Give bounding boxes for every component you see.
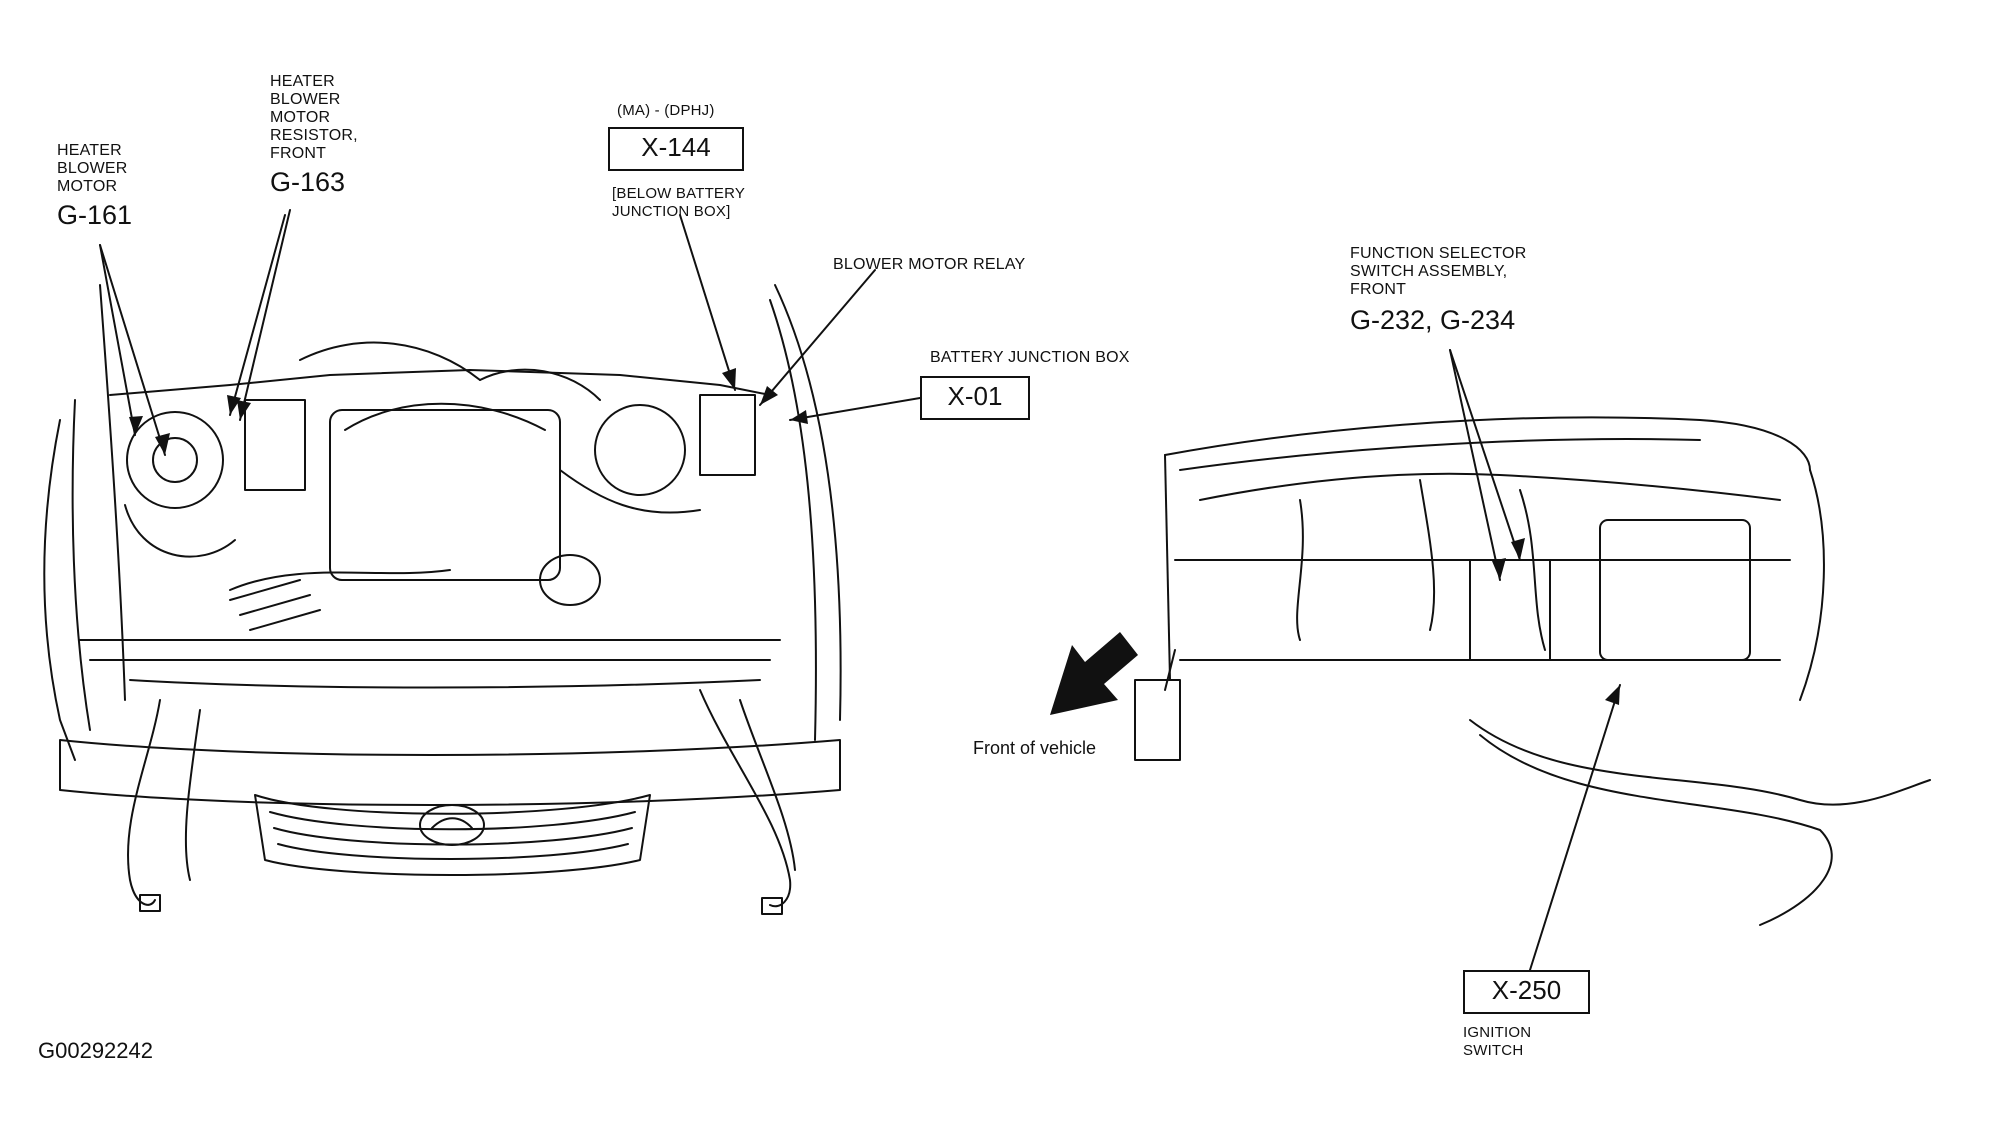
intake-manifold — [344, 402, 546, 431]
lower-harness-2 — [1479, 734, 1833, 926]
grille-outline — [254, 794, 651, 876]
function-selector-switch-codes: G-232, G-234 — [1350, 305, 1516, 335]
arrowhead-g232-a — [1492, 558, 1506, 580]
dash-right-side — [1799, 469, 1825, 701]
leader-g163-b — [229, 214, 286, 416]
fuse-panel-lead — [1164, 649, 1176, 691]
grille-slat-1 — [269, 811, 636, 831]
dash-harness-drop-1 — [1296, 499, 1304, 641]
left-fender-inner — [71, 399, 91, 731]
arrowhead-g163-a — [237, 400, 251, 420]
blower-duct — [124, 504, 236, 558]
grille-slat-2 — [273, 827, 633, 846]
arrowhead-x250 — [1605, 685, 1620, 705]
right-fender-inner — [769, 299, 817, 741]
instrument-panel-drawing — [1134, 416, 1931, 926]
dash-harness-main — [1199, 472, 1781, 501]
right-fender — [774, 284, 842, 721]
hose-2 — [479, 368, 601, 401]
leader-x144 — [679, 214, 736, 391]
resistor-block — [244, 399, 306, 491]
hose-1 — [299, 341, 481, 381]
air-intake-tube — [229, 569, 451, 591]
engine-block — [329, 409, 561, 581]
dash-left-side — [1164, 454, 1171, 681]
lower-harness — [1469, 719, 1931, 806]
dash-harness-drop-3 — [1519, 489, 1546, 651]
heater-blower-resistor-code: G-163 — [270, 167, 346, 197]
grille-slat-3 — [277, 843, 629, 860]
heater-blower-resistor-label: HEATER BLOWER MOTOR RESISTOR, FRONT — [270, 73, 358, 162]
hose-3 — [559, 469, 701, 514]
bumper — [59, 739, 841, 806]
leader-g161-a — [99, 244, 166, 456]
x144-connector-box: X-144 — [608, 127, 744, 171]
x01-connector-box: X-01 — [920, 376, 1030, 420]
connector-right — [761, 897, 783, 915]
harness-left — [126, 699, 161, 906]
blower-motor-relay-label: BLOWER MOTOR RELAY — [833, 256, 1026, 273]
hvac-module — [1599, 519, 1751, 661]
x144-qualifier: (MA) - (DPHJ) — [617, 102, 715, 119]
front-of-vehicle-label: Front of vehicle — [973, 738, 1097, 758]
blower-motor-hub — [152, 437, 198, 483]
firewall — [109, 369, 771, 396]
emblem-wing — [431, 817, 473, 829]
arrowhead-x01 — [790, 410, 808, 424]
arrowhead-g161-b — [129, 416, 143, 435]
heater-blower-motor-code: G-161 — [57, 200, 133, 230]
grille-emblem — [419, 804, 485, 846]
dash-top — [1164, 416, 1811, 471]
fuse-panel — [1134, 679, 1181, 761]
harness-right-2 — [739, 699, 796, 871]
arrowhead-relay — [760, 386, 778, 405]
leader-lines — [99, 209, 1621, 971]
figure-id: G00292242 — [38, 1038, 153, 1063]
blower-motor-housing — [126, 411, 224, 509]
left-fender — [43, 419, 76, 761]
arrowhead-g161-a — [155, 433, 170, 455]
air-intake-bellows — [229, 579, 321, 631]
dash-top-inner — [1179, 438, 1701, 471]
hood-left-edge — [99, 284, 126, 701]
arrowhead-g232-b — [1511, 538, 1525, 560]
reservoir — [539, 554, 601, 606]
leader-x250 — [1529, 684, 1621, 971]
battery-junction-box-label: BATTERY JUNCTION BOX — [930, 349, 1130, 366]
engine-bay-drawing — [43, 284, 842, 915]
arrowhead-g163-b — [227, 395, 241, 415]
leader-g232-a — [1449, 349, 1501, 581]
function-selector-switch-label: FUNCTION SELECTOR SWITCH ASSEMBLY, FRONT — [1350, 245, 1527, 298]
center-stack — [1469, 559, 1551, 661]
leader-g232-b — [1449, 349, 1521, 561]
leader-arrowheads — [129, 368, 1620, 715]
connector-left — [139, 894, 161, 912]
heater-blower-motor-label: HEATER BLOWER MOTOR — [57, 142, 128, 195]
x250-connector-box: X-250 — [1463, 970, 1590, 1014]
leader-relay — [759, 269, 876, 406]
x144-note: [BELOW BATTERY JUNCTION BOX] — [612, 185, 746, 220]
leader-g161-b — [99, 244, 136, 436]
brake-booster — [594, 404, 686, 496]
leader-g163-a — [239, 209, 291, 421]
harness-crossmember — [129, 679, 761, 689]
dash-harness-drop-2 — [1419, 479, 1436, 631]
ignition-switch-label: IGNITION SWITCH — [1463, 1024, 1532, 1059]
front-of-vehicle-arrow-icon — [1050, 632, 1138, 715]
arrowhead-x144 — [722, 368, 736, 390]
junction-box-shape — [699, 394, 756, 476]
leader-x01 — [789, 397, 921, 421]
harness-left-2 — [184, 709, 201, 881]
